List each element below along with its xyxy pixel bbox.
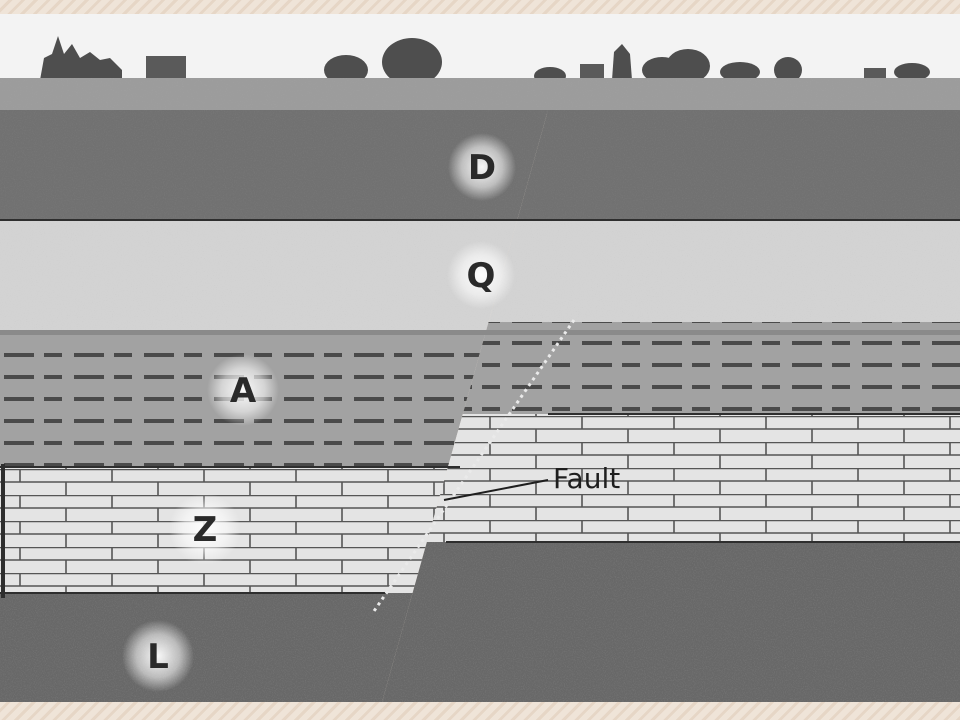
horizon-trees: [40, 36, 930, 86]
layer-l-right: [382, 542, 960, 702]
fault-leader-line: [443, 479, 549, 501]
sky: [0, 14, 960, 84]
label-d: D: [448, 133, 516, 201]
layer-a-top-edge: [0, 330, 960, 335]
layer-l-label: L: [147, 637, 169, 677]
label-a: A: [207, 354, 279, 426]
fault-label: Fault: [553, 462, 620, 495]
layer-d-label: D: [468, 148, 496, 188]
rock-layers-diagram: Fault D Q A Z L: [0, 14, 960, 702]
label-q: Q: [447, 241, 515, 309]
layer-q-label: Q: [467, 256, 496, 296]
layer-a-label: A: [230, 371, 257, 411]
layer-z-label: Z: [193, 510, 218, 550]
layer-z-right: [382, 414, 960, 542]
label-l: L: [122, 620, 194, 692]
layer-boundaries: [0, 219, 960, 598]
label-z: Z: [169, 493, 241, 565]
ground-surface: [0, 78, 960, 114]
